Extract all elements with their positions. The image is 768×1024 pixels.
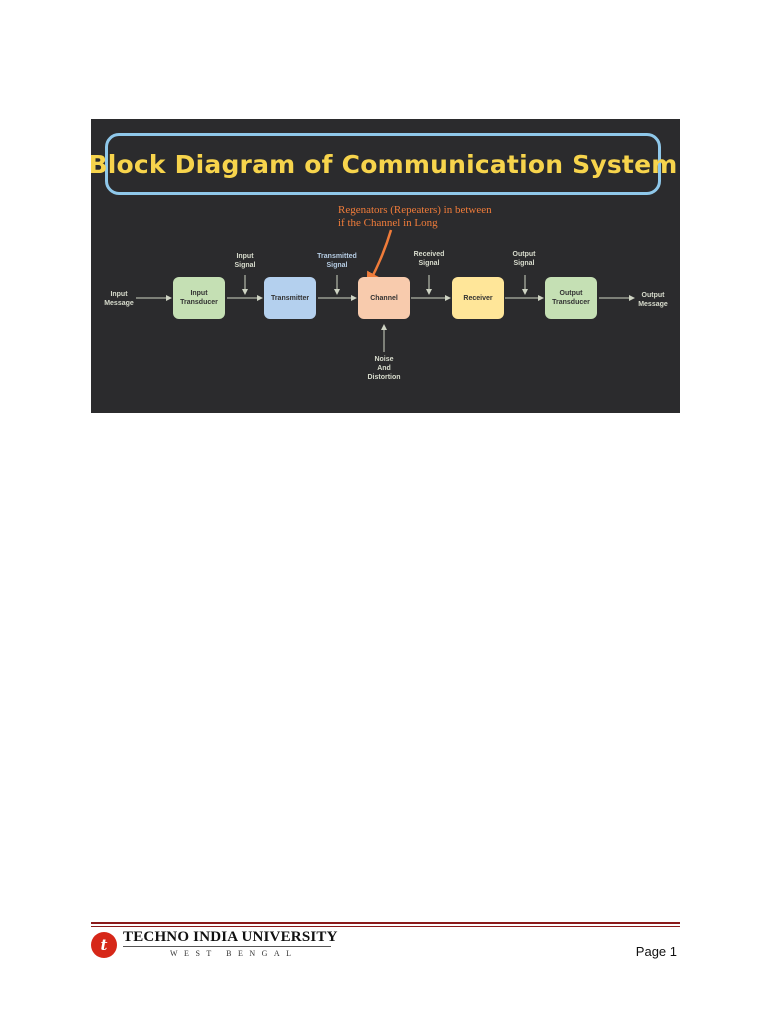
label-input-signal: Input Signal [234, 253, 256, 269]
arrow-annotation [366, 229, 393, 288]
block-diagram-figure: Block Diagram of Communication System Re… [91, 119, 680, 413]
footer-rule [91, 922, 680, 924]
block-label: Input Transducer [180, 290, 218, 306]
label-output-message: Output Message [638, 292, 668, 308]
block-input-transducer: Input Transducer [173, 277, 225, 319]
label-received-signal: Received Signal [413, 251, 445, 267]
block-channel: Channel [358, 277, 410, 319]
block-label: Transmitter [270, 294, 310, 302]
page-number: Page 1 [635, 944, 677, 959]
block-label: Receiver [463, 294, 493, 302]
label-transmitted-signal: Transmitted Signal [317, 253, 357, 269]
university-region: WEST BENGAL [170, 949, 298, 958]
block-output-transducer: Output Transducer [545, 277, 597, 319]
label-input-message: Input Message [104, 291, 134, 307]
block-transmitter: Transmitter [264, 277, 316, 319]
footer-rule-thin [91, 926, 680, 927]
repeater-annotation: Regenators (Repeaters) in between if the… [338, 204, 538, 230]
logo-underline [123, 946, 331, 947]
university-logo-icon: t [91, 932, 117, 958]
university-name: TECHNO INDIA UNIVERSITY [123, 929, 338, 945]
annotation-line-2: if the Channel in Long [338, 217, 438, 229]
annotation-line-1: Regenators (Repeaters) in between [338, 204, 492, 216]
label-output-signal: Output Signal [512, 251, 536, 267]
title-box: Block Diagram of Communication System [91, 133, 677, 195]
diagram-title: Block Diagram of Communication System [91, 149, 678, 179]
label-noise: Noise And Distortion [367, 356, 401, 381]
block-label: Output Transducer [552, 290, 590, 306]
block-label: Channel [370, 294, 398, 302]
block-receiver: Receiver [452, 277, 504, 319]
